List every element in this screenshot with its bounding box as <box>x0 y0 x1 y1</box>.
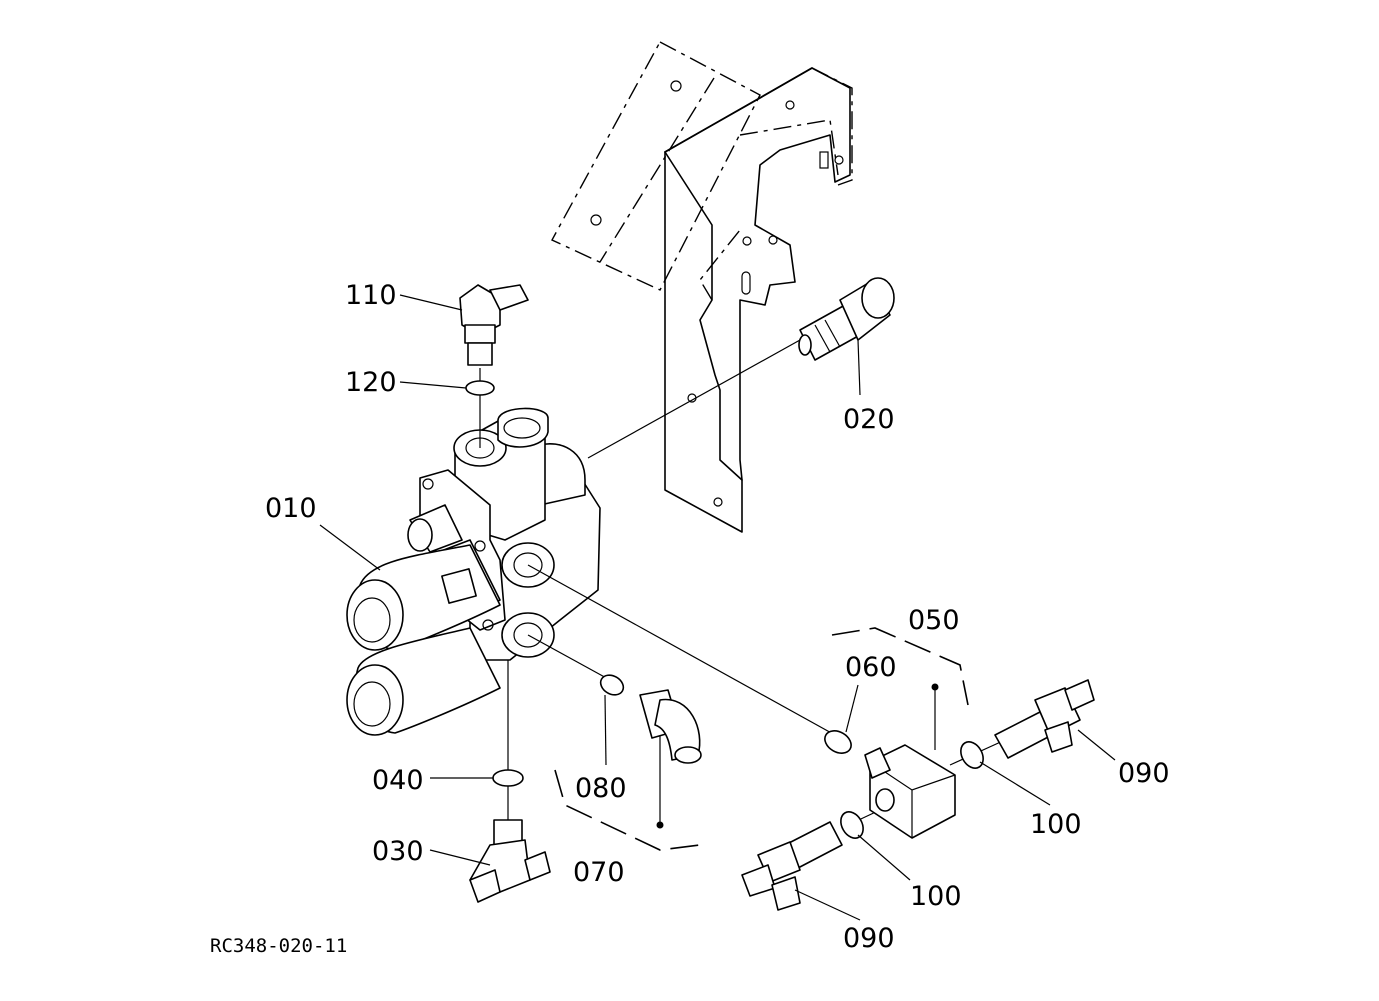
label-110: 110 <box>345 280 397 311</box>
o-ring-080 <box>599 674 625 696</box>
label-100-upper: 100 <box>1030 809 1082 840</box>
valve-assembly <box>346 407 601 736</box>
label-020: 020 <box>843 404 895 435</box>
tee-fitting-030 <box>469 819 551 903</box>
o-ring-100-lower <box>840 811 864 839</box>
tee-fitting-090-upper <box>994 679 1095 759</box>
label-090-upper: 090 <box>1118 758 1170 789</box>
bracket-050 <box>831 627 969 706</box>
o-ring-060 <box>824 730 852 754</box>
label-090-lower: 090 <box>843 923 895 954</box>
elbow-fitting-110 <box>459 284 529 366</box>
hose-nipple-020 <box>798 277 895 361</box>
o-ring-040 <box>492 769 524 787</box>
label-030: 030 <box>372 836 424 867</box>
bracket-070 <box>554 769 701 851</box>
marker-dot-050 <box>931 683 939 691</box>
label-080: 080 <box>575 773 627 804</box>
tee-fitting-090-lower <box>741 821 843 911</box>
label-120: 120 <box>345 367 397 398</box>
o-ring-100-upper <box>960 741 984 769</box>
leader-lines <box>319 294 1116 921</box>
label-100-lower: 100 <box>910 881 962 912</box>
label-070: 070 <box>573 857 625 888</box>
label-040: 040 <box>372 765 424 796</box>
elbow-fitting-070 <box>639 689 702 764</box>
reference-code: RC348-020-11 <box>210 935 347 957</box>
label-010: 010 <box>265 493 317 524</box>
o-ring-120 <box>465 380 495 396</box>
label-060: 060 <box>845 652 897 683</box>
block-050 <box>864 744 956 839</box>
mounting-bracket <box>551 41 853 533</box>
marker-dot-070 <box>656 821 664 829</box>
label-050: 050 <box>908 605 960 636</box>
